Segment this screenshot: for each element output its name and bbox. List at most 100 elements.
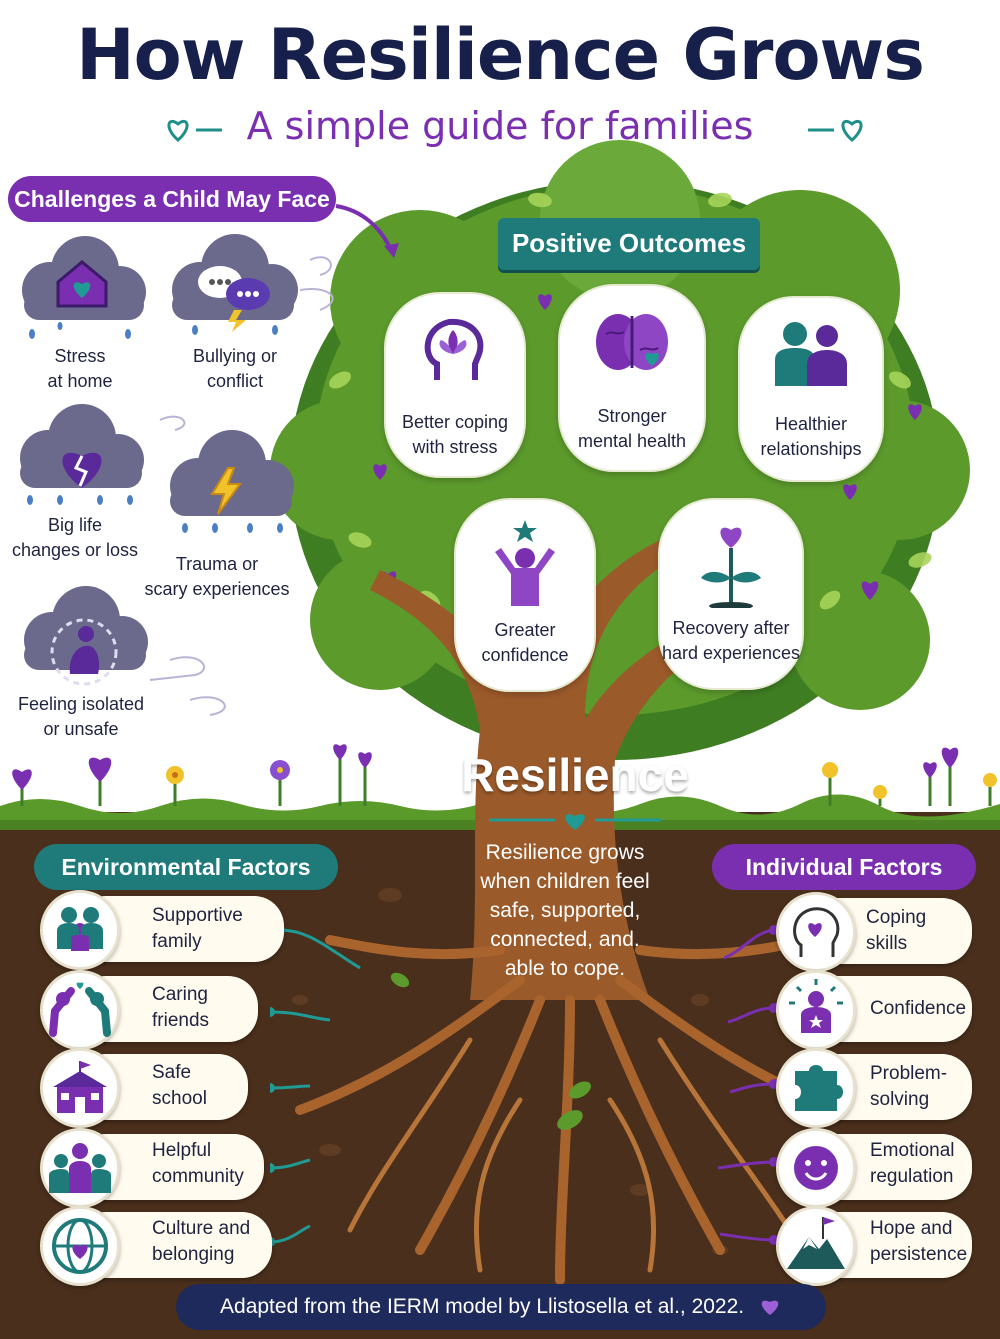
challenge-line: or unsafe [43, 719, 119, 739]
factor-line: Coping [866, 907, 927, 928]
env-circle-friends [40, 970, 120, 1050]
outcome-label: Greater confidence [456, 618, 594, 668]
ind-circle-coping [776, 892, 856, 972]
broken-heart-icon [62, 452, 102, 488]
heart-swirl-right-icon [808, 119, 863, 142]
description-line: connected, and. [490, 928, 640, 951]
outcome-line: with stress [412, 437, 498, 457]
factor-line: community [152, 1166, 244, 1187]
env-circle-community [40, 1128, 120, 1208]
positive-outcomes-banner: Positive Outcomes [498, 218, 760, 270]
outcome-line: confidence [481, 645, 569, 665]
env-label-community: Helpful community [152, 1138, 244, 1190]
challenge-label-isolated: Feeling isolated or unsafe [6, 692, 156, 742]
resilience-description: Resilience grows when children feel safe… [450, 838, 680, 983]
two-people-icon [775, 322, 847, 386]
canopy-leaves [329, 192, 932, 610]
outcome-card-recovery: Recovery after hard experiences [658, 498, 804, 690]
factor-line: Supportive [152, 905, 243, 926]
main-title: How Resilience Grows [76, 14, 925, 96]
challenge-line: Stress [54, 346, 106, 366]
tree-roots-fine [347, 1037, 793, 1273]
challenge-label-stress: Stress at home [10, 344, 150, 394]
challenge-line: Trauma or [175, 554, 259, 574]
subtitle: A simple guide for families [246, 104, 754, 148]
factor-line: regulation [870, 1166, 954, 1187]
factor-line: Problem- [870, 1063, 948, 1084]
puzzle-icon [795, 1065, 843, 1111]
factor-line: school [152, 1088, 207, 1109]
env-label-culture: Culture and belonging [152, 1216, 250, 1268]
citation-footer: Adapted from the IERM model by Llistosel… [176, 1284, 826, 1330]
house-heart-icon [56, 260, 108, 308]
outcome-line: Healthier [774, 414, 848, 434]
outcome-line: relationships [760, 439, 862, 459]
outcome-card-mental-health: Stronger mental health [558, 284, 706, 472]
description-line: when children feel [480, 870, 650, 893]
challenge-line: Feeling isolated [17, 694, 145, 714]
ind-label-confidence: Confidence [870, 996, 966, 1022]
brain-heart-icon [596, 314, 668, 370]
high-five-icon [49, 982, 111, 1037]
resilience-title: Resilience [461, 749, 689, 801]
factor-line: Culture and [152, 1218, 251, 1239]
env-circle-school [40, 1048, 120, 1128]
challenge-icon-isolated [44, 616, 124, 691]
ind-label-coping: Coping skills [866, 905, 926, 957]
challenge-icon-house [52, 256, 112, 313]
ind-circle-problem-solving [776, 1048, 856, 1128]
env-label-family: Supportive family [152, 903, 243, 955]
rain-drops [27, 322, 283, 533]
outcome-line: hard experiences [661, 643, 801, 663]
factor-line: Safe [152, 1062, 192, 1083]
individual-heading: Individual Factors [712, 844, 976, 890]
outcome-label: Healthier relationships [740, 412, 882, 462]
speech-bubbles-icon [198, 266, 270, 332]
outcome-label: Better coping with stress [386, 410, 524, 460]
outcome-line: Stronger [597, 406, 667, 426]
description-line: safe, supported, [489, 899, 641, 922]
challenge-line: Bullying or [192, 346, 278, 366]
factor-line: persistence [870, 1244, 968, 1265]
outcome-label: Recovery after hard experiences [660, 616, 802, 666]
challenge-line: conflict [206, 371, 264, 391]
description-line: Resilience grows [485, 841, 645, 864]
factor-line: Confidence [870, 998, 967, 1019]
environmental-connectors [270, 925, 361, 1247]
challenge-label-bullying: Bullying or conflict [160, 344, 310, 394]
mountain-flag-icon [787, 1217, 845, 1269]
outcome-card-confidence: Greater confidence [454, 498, 596, 692]
heart-divider-icon [489, 814, 661, 830]
ind-circle-emotional [776, 1128, 856, 1208]
citation-text: Adapted from the IERM model by Llistosel… [220, 1295, 745, 1318]
environmental-heading: Environmental Factors [34, 844, 338, 890]
individual-connectors [717, 925, 779, 1245]
factor-line: family [152, 931, 202, 952]
head-heart-icon [793, 907, 840, 957]
env-label-school: Safe school [152, 1060, 207, 1112]
description-line: able to cope. [504, 957, 626, 980]
ind-label-emotional: Emotional regulation [870, 1138, 955, 1190]
ind-circle-confidence [776, 970, 856, 1050]
globe-heart-icon [52, 1218, 108, 1274]
challenge-line: scary experiences [144, 579, 290, 599]
outcome-line: Recovery after [672, 618, 790, 638]
challenge-label-big-life: Big life changes or loss [0, 513, 150, 563]
factor-line: Helpful [152, 1140, 212, 1161]
challenge-line: changes or loss [11, 540, 139, 560]
factor-line: friends [152, 1010, 210, 1031]
heart-swirl-left-icon [167, 119, 222, 142]
outcome-card-coping: Better coping with stress [384, 292, 526, 478]
outcome-line: Greater [494, 620, 556, 640]
isolated-person-icon [50, 618, 118, 686]
ground-flowers [12, 744, 997, 806]
lightning-icon [210, 467, 242, 515]
factor-line: solving [870, 1089, 930, 1110]
sprout-heart-icon [701, 527, 761, 608]
factor-line: Emotional [870, 1140, 955, 1161]
soil-leaves [390, 972, 591, 1130]
person-star-icon [495, 520, 555, 606]
school-icon [53, 1061, 107, 1113]
factor-line: skills [866, 933, 908, 954]
challenge-icon-broken-heart [52, 440, 112, 495]
